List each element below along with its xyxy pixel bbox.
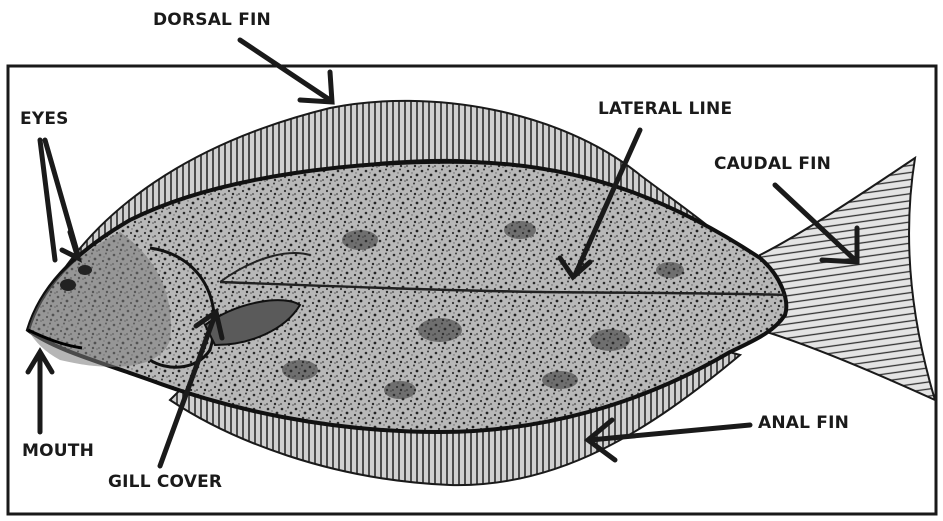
dorsal-fin-pointer [240, 40, 330, 100]
label-anal-fin: ANAL FIN [758, 415, 849, 432]
label-eyes: EYES [20, 111, 69, 128]
label-mouth: MOUTH [22, 443, 94, 460]
eye [60, 279, 76, 291]
eyes-arrowhead [62, 232, 78, 258]
label-dorsal-fin: DORSAL FIN [153, 12, 271, 29]
label-caudal-fin: CAUDAL FIN [714, 156, 831, 173]
label-lateral-line: LATERAL LINE [598, 101, 732, 118]
label-gill-cover: GILL COVER [108, 474, 222, 491]
eye [78, 265, 92, 275]
